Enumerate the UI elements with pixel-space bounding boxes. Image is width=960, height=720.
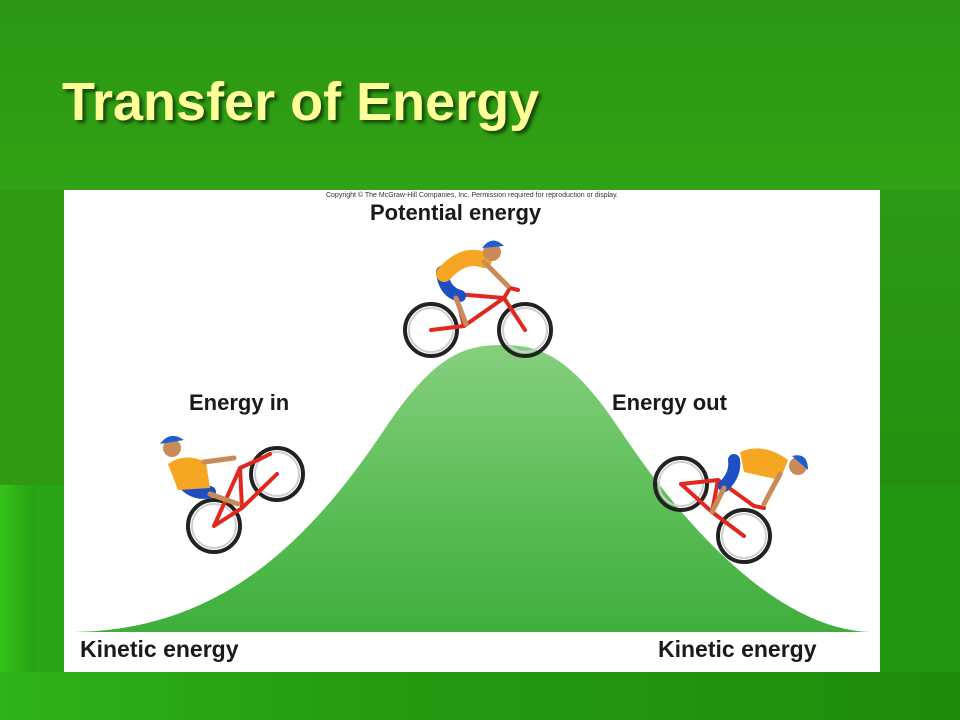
background-top-band [0, 0, 960, 190]
copyright-notice: Copyright © The McGraw-Hill Companies, I… [325, 192, 618, 199]
cyclist-right-icon [653, 448, 808, 564]
slide-title: Transfer of Energy [62, 72, 540, 132]
energy-diagram: Copyright © The McGraw-Hill Companies, I… [64, 190, 880, 672]
diagram-canvas [74, 240, 870, 632]
hill-shape [74, 345, 870, 632]
label-energy-in: Energy in [189, 390, 290, 415]
cyclist-left-icon [160, 435, 305, 554]
label-potential-energy: Potential energy [370, 200, 542, 225]
label-kinetic-energy-right: Kinetic energy [658, 636, 817, 662]
cyclist-top-icon [403, 240, 553, 358]
label-kinetic-energy-left: Kinetic energy [80, 636, 239, 662]
background-bottom-band [0, 672, 960, 720]
label-energy-out: Energy out [612, 390, 727, 415]
